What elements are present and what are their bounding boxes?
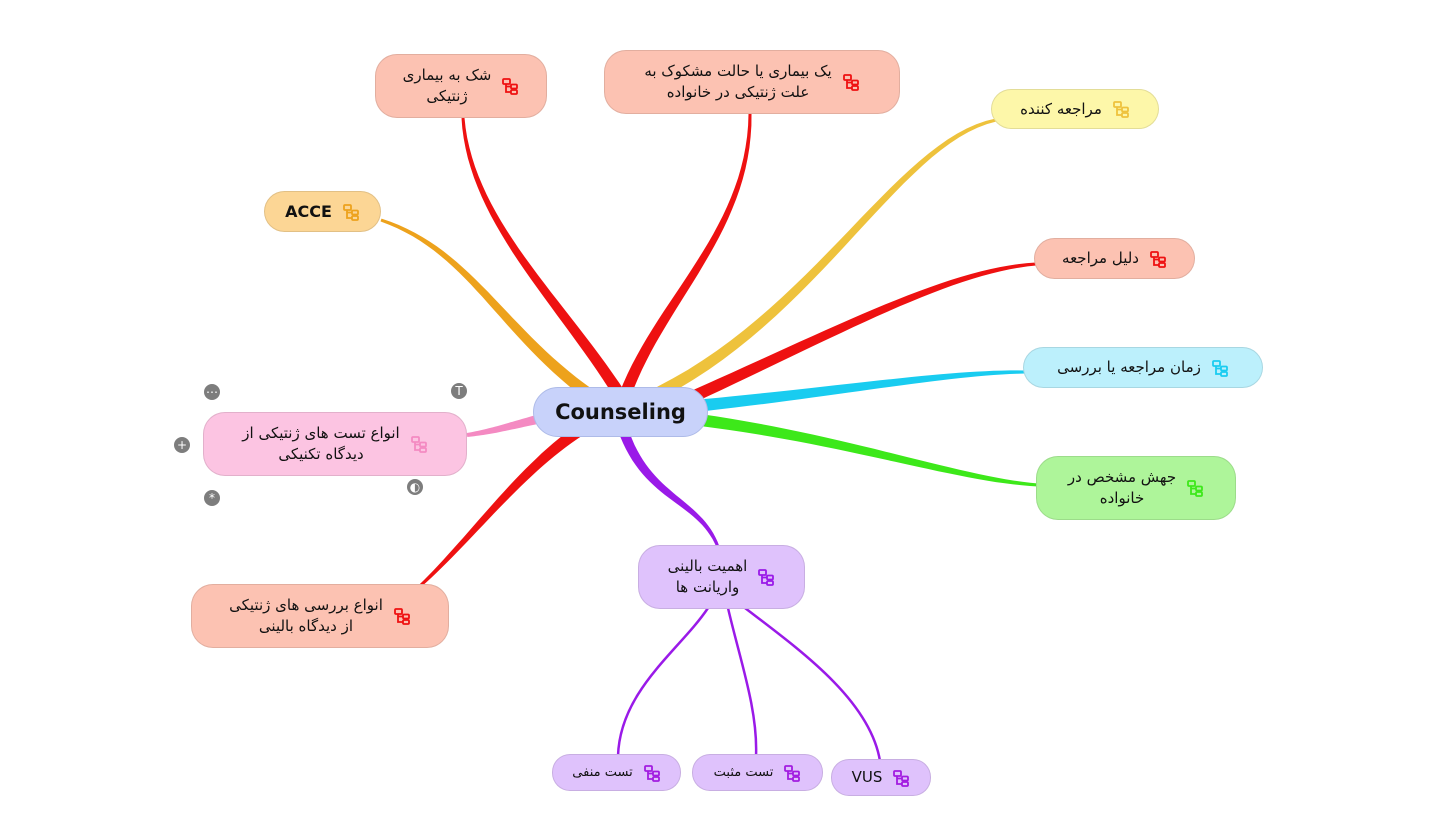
map-topic-icon <box>1211 359 1228 377</box>
map-topic-icon <box>643 764 660 782</box>
topic-label: زمان مراجعه یا بررسی <box>1057 358 1201 376</box>
map-topic-icon <box>342 203 359 221</box>
map-topic-icon <box>502 78 519 95</box>
topic-referrer[interactable]: مراجعه کننده <box>991 89 1159 129</box>
add-topic-handle[interactable]: + <box>174 437 190 453</box>
map-topic-icon <box>393 608 410 625</box>
topic-acce[interactable]: ACCE <box>264 191 381 232</box>
map-topic-icon <box>842 74 859 91</box>
branch-link-referrer <box>657 118 997 398</box>
topic-reason-for-referral[interactable]: دلیل مراجعه <box>1034 238 1195 279</box>
map-topic-icon <box>784 764 801 782</box>
subtopic-label: تست منفی <box>572 765 633 780</box>
map-topic-icon <box>410 436 427 453</box>
map-topic-icon <box>1112 101 1129 118</box>
branch-link-suspected-disease <box>461 117 626 399</box>
text-style-handle[interactable]: T <box>451 383 467 399</box>
subtopic-vus[interactable]: VUS <box>831 759 931 796</box>
map-topic-icon <box>1150 250 1166 268</box>
more-options-handle[interactable]: ⋯ <box>204 384 220 400</box>
subtopic-positive-test[interactable]: تست مثبت <box>692 754 823 791</box>
topic-label: ACCE <box>285 202 332 221</box>
topic-label: مراجعه کننده <box>1020 99 1102 118</box>
branch-link-clinical-review <box>419 425 584 588</box>
sublink-positive-test <box>726 607 758 757</box>
branch-link-mutation <box>699 414 1039 487</box>
map-topic-icon <box>893 769 910 787</box>
central-topic-counseling[interactable]: Counseling <box>533 387 708 437</box>
sublink-vus <box>744 607 882 762</box>
marker-handle[interactable]: * <box>204 490 220 506</box>
branch-link-timing <box>704 370 1025 411</box>
branch-link-reason <box>687 262 1037 404</box>
map-topic-icon <box>1187 480 1204 497</box>
branch-link-family-condition <box>619 114 752 398</box>
branch-link-clinical-significance <box>620 433 720 548</box>
subtopic-label: VUS <box>851 768 883 786</box>
subtopic-negative-test[interactable]: تست منفی <box>552 754 681 791</box>
collapse-handle[interactable]: ◐ <box>407 479 423 495</box>
map-topic-icon <box>758 569 775 586</box>
topic-time-of-referral[interactable]: زمان مراجعه یا بررسی <box>1023 347 1263 388</box>
branch-link-acce <box>380 218 594 400</box>
topic-label: دلیل مراجعه <box>1062 249 1139 267</box>
branch-link-test-types <box>466 415 537 437</box>
central-topic-label: Counseling <box>555 399 686 424</box>
subtopic-label: تست مثبت <box>713 765 774 780</box>
sublink-negative-test <box>616 607 710 757</box>
